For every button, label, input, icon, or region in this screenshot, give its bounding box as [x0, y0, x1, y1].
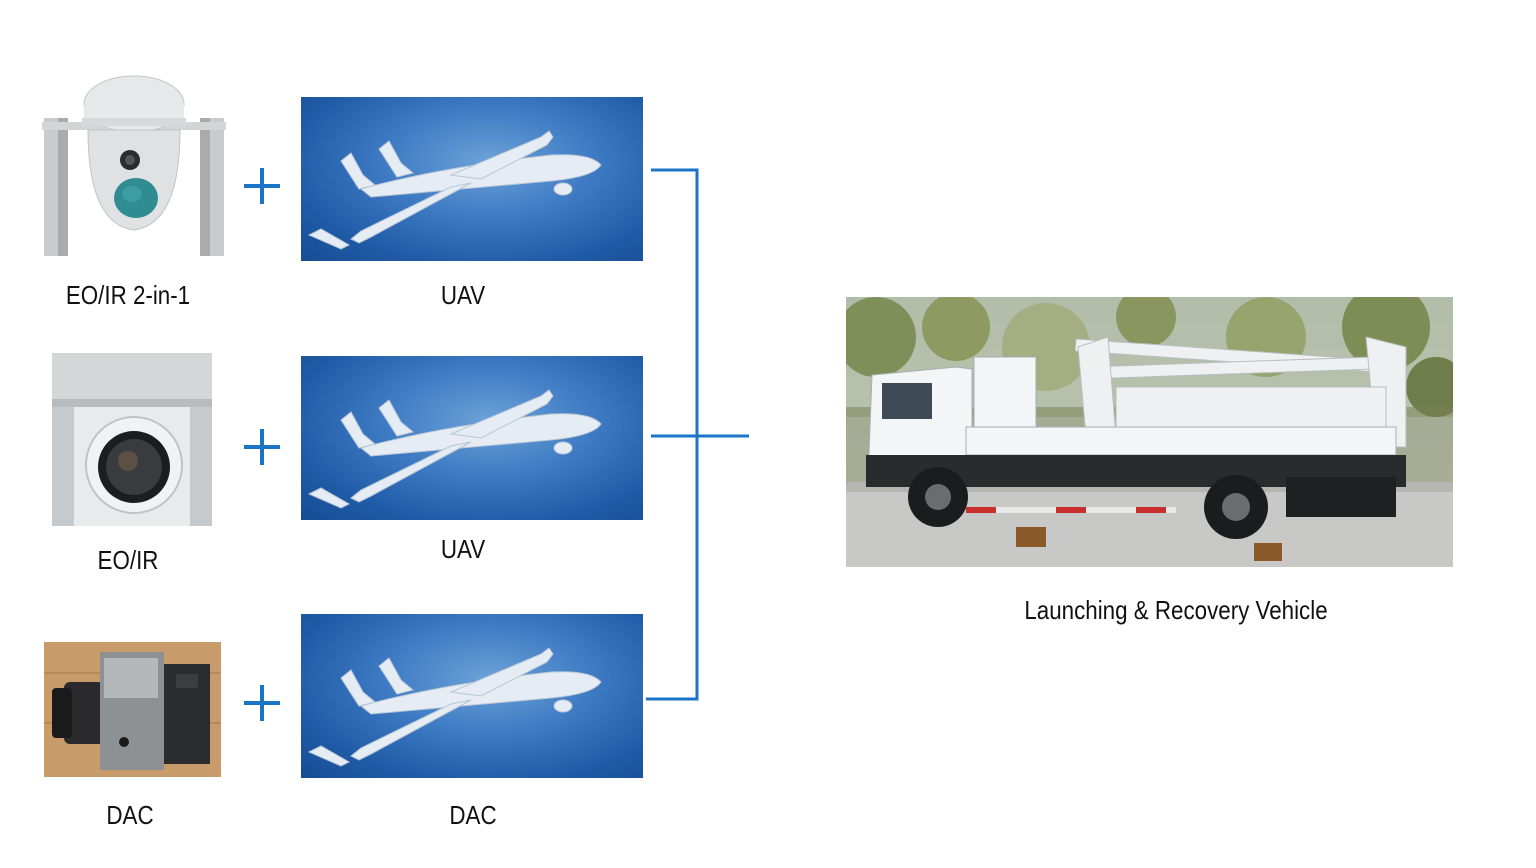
vehicle-caption: Launching & Recovery Vehicle [1024, 595, 1328, 625]
uav-caption: DAC [449, 800, 497, 830]
sensor-caption: EO/IR [97, 545, 159, 575]
eo-ir-2in1-pod-image [42, 74, 226, 256]
uav-drone-image [301, 356, 643, 520]
plus-icon [244, 429, 280, 465]
plus-icon [244, 685, 280, 721]
uav-drone-image [301, 97, 643, 261]
dac-camera-image [44, 642, 221, 777]
launch-recovery-truck-image [846, 297, 1453, 567]
eo-ir-pod-image [52, 353, 212, 526]
uav-drone-image [301, 614, 643, 778]
uav-caption: UAV [440, 534, 486, 564]
sensor-caption: EO/IR 2-in-1 [65, 280, 191, 310]
plus-icon [244, 168, 280, 204]
sensor-caption: DAC [106, 800, 154, 830]
uav-caption: UAV [440, 280, 486, 310]
